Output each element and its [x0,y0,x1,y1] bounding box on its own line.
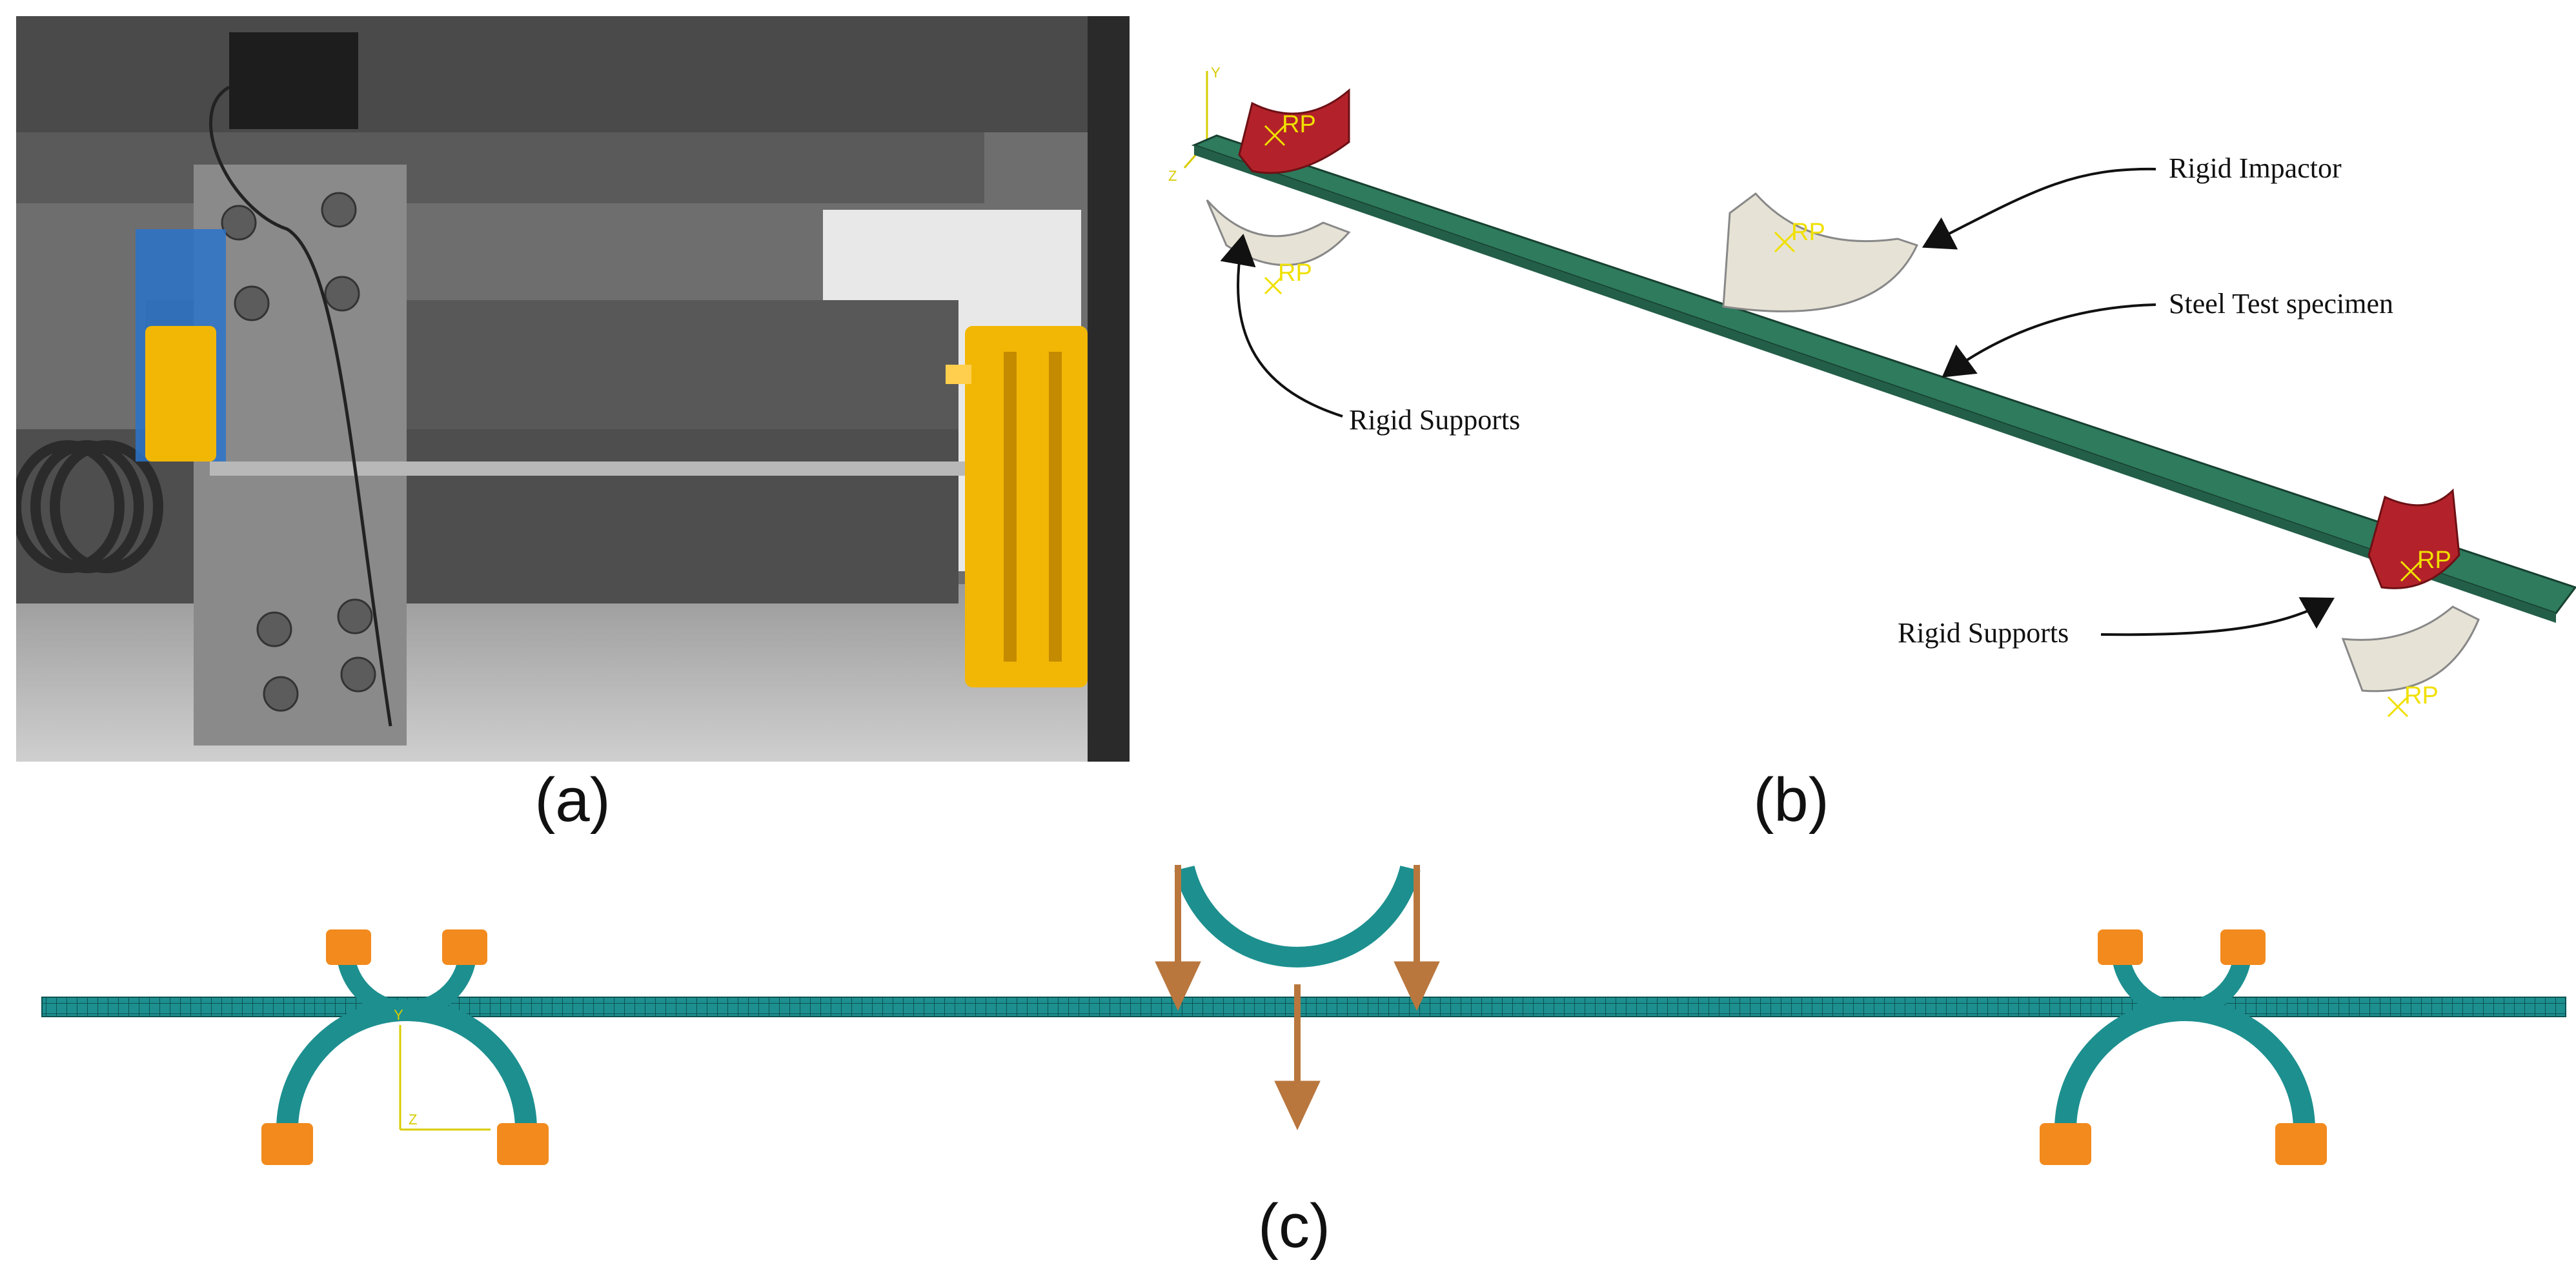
steel-specimen-side [1194,145,2556,623]
actuator-rail-2 [1049,352,1062,662]
load-arrows [1155,865,1440,1131]
mesh-right-lower-support [2054,999,2315,1130]
actuator-rail [1004,352,1017,662]
top-beam [16,16,1130,132]
rp-marker-left-top [1264,125,1286,147]
arrow-rigid-impactor [1922,167,2156,250]
right-column [1088,16,1130,762]
axis-y-label-c: Y [394,1007,403,1023]
yellow-sensor-left [145,326,216,462]
bolted-plate [194,165,407,746]
axis-y-label: Y [1211,65,1221,81]
yellow-actuator [965,326,1088,687]
cable [209,85,392,727]
constraint-icons-right [2040,929,2327,1165]
rp-marker-right-top [2400,560,2422,582]
caption-a: (a) [534,766,611,835]
label-rigid-supports-right: Rigid Supports [1898,617,2069,649]
rigid-impactor [1722,192,1919,312]
rp-marker-left-bottom [1264,276,1283,295]
caption-b: (b) [1753,766,1829,835]
axis-z-label: Z [1168,168,1177,184]
label-rigid-supports-left: Rigid Supports [1349,404,1520,436]
left-rigid-support [1206,199,1351,267]
arrow-steel-specimen [1942,303,2156,378]
bolts [221,192,376,712]
rp-label-right-top: RP [2417,547,2451,574]
top-device [229,32,358,129]
rp-marker-impactor [1774,231,1796,253]
axis-triad-c [399,1025,491,1131]
panel-b-model: Y Z RP RP RP RP RP [1155,52,2576,729]
axis-z-label-c: Z [409,1111,417,1128]
mesh-left-lower-support [276,999,537,1130]
actuator-glow [946,365,971,384]
steel-specimen-beam [1191,134,2576,614]
label-steel-specimen: Steel Test specimen [2169,288,2393,320]
floor [16,584,1130,762]
rp-label-right-bottom: RP [2404,682,2439,709]
rp-label-impactor: RP [1791,219,1825,246]
arrow-rigid-supports-right [2100,597,2335,636]
panel-a-photo [16,16,1130,762]
rp-label-left-bottom: RP [1278,259,1312,287]
constraint-icons-left [261,929,549,1165]
rp-marker-right-bottom [2387,696,2409,718]
caption-c: (c) [1258,1192,1330,1261]
right-upper-support [2368,488,2460,589]
label-rigid-impactor: Rigid Impactor [2169,152,2342,184]
upper-beam [16,132,984,203]
mesh-impactor [1174,866,1421,968]
panel-c-mesh: Y Z [35,858,2572,1188]
right-rigid-support [2341,605,2480,693]
spring [16,440,163,573]
arrow-rigid-supports-left [1220,234,1343,418]
left-upper-support [1238,88,1350,174]
rp-label-left-top: RP [1282,111,1316,138]
guide-rod [210,462,984,476]
